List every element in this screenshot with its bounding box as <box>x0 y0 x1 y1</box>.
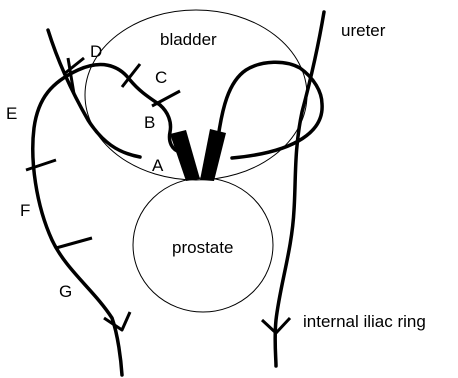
right-ejaculatory-block <box>200 129 226 181</box>
prostate-label: prostate <box>172 238 233 257</box>
segment-c-label: C <box>155 68 167 87</box>
tick-c-lower <box>152 91 180 106</box>
right-vas-deferens-path <box>218 62 322 158</box>
segment-a-label: A <box>152 156 164 175</box>
tick-f <box>56 238 92 248</box>
left-vas-deferens-path <box>33 65 160 375</box>
ureter-label: ureter <box>341 21 386 40</box>
internal-iliac-ring-label: internal iliac ring <box>303 312 426 331</box>
segment-e-label: E <box>6 104 17 123</box>
segment-b-label: B <box>144 113 155 132</box>
left-ejaculatory-block <box>170 130 200 181</box>
tick-e <box>26 160 56 170</box>
segment-d-label: D <box>90 42 102 61</box>
segment-g-label: G <box>59 282 72 301</box>
bladder-label: bladder <box>160 30 217 49</box>
segment-f-label: F <box>20 201 30 220</box>
